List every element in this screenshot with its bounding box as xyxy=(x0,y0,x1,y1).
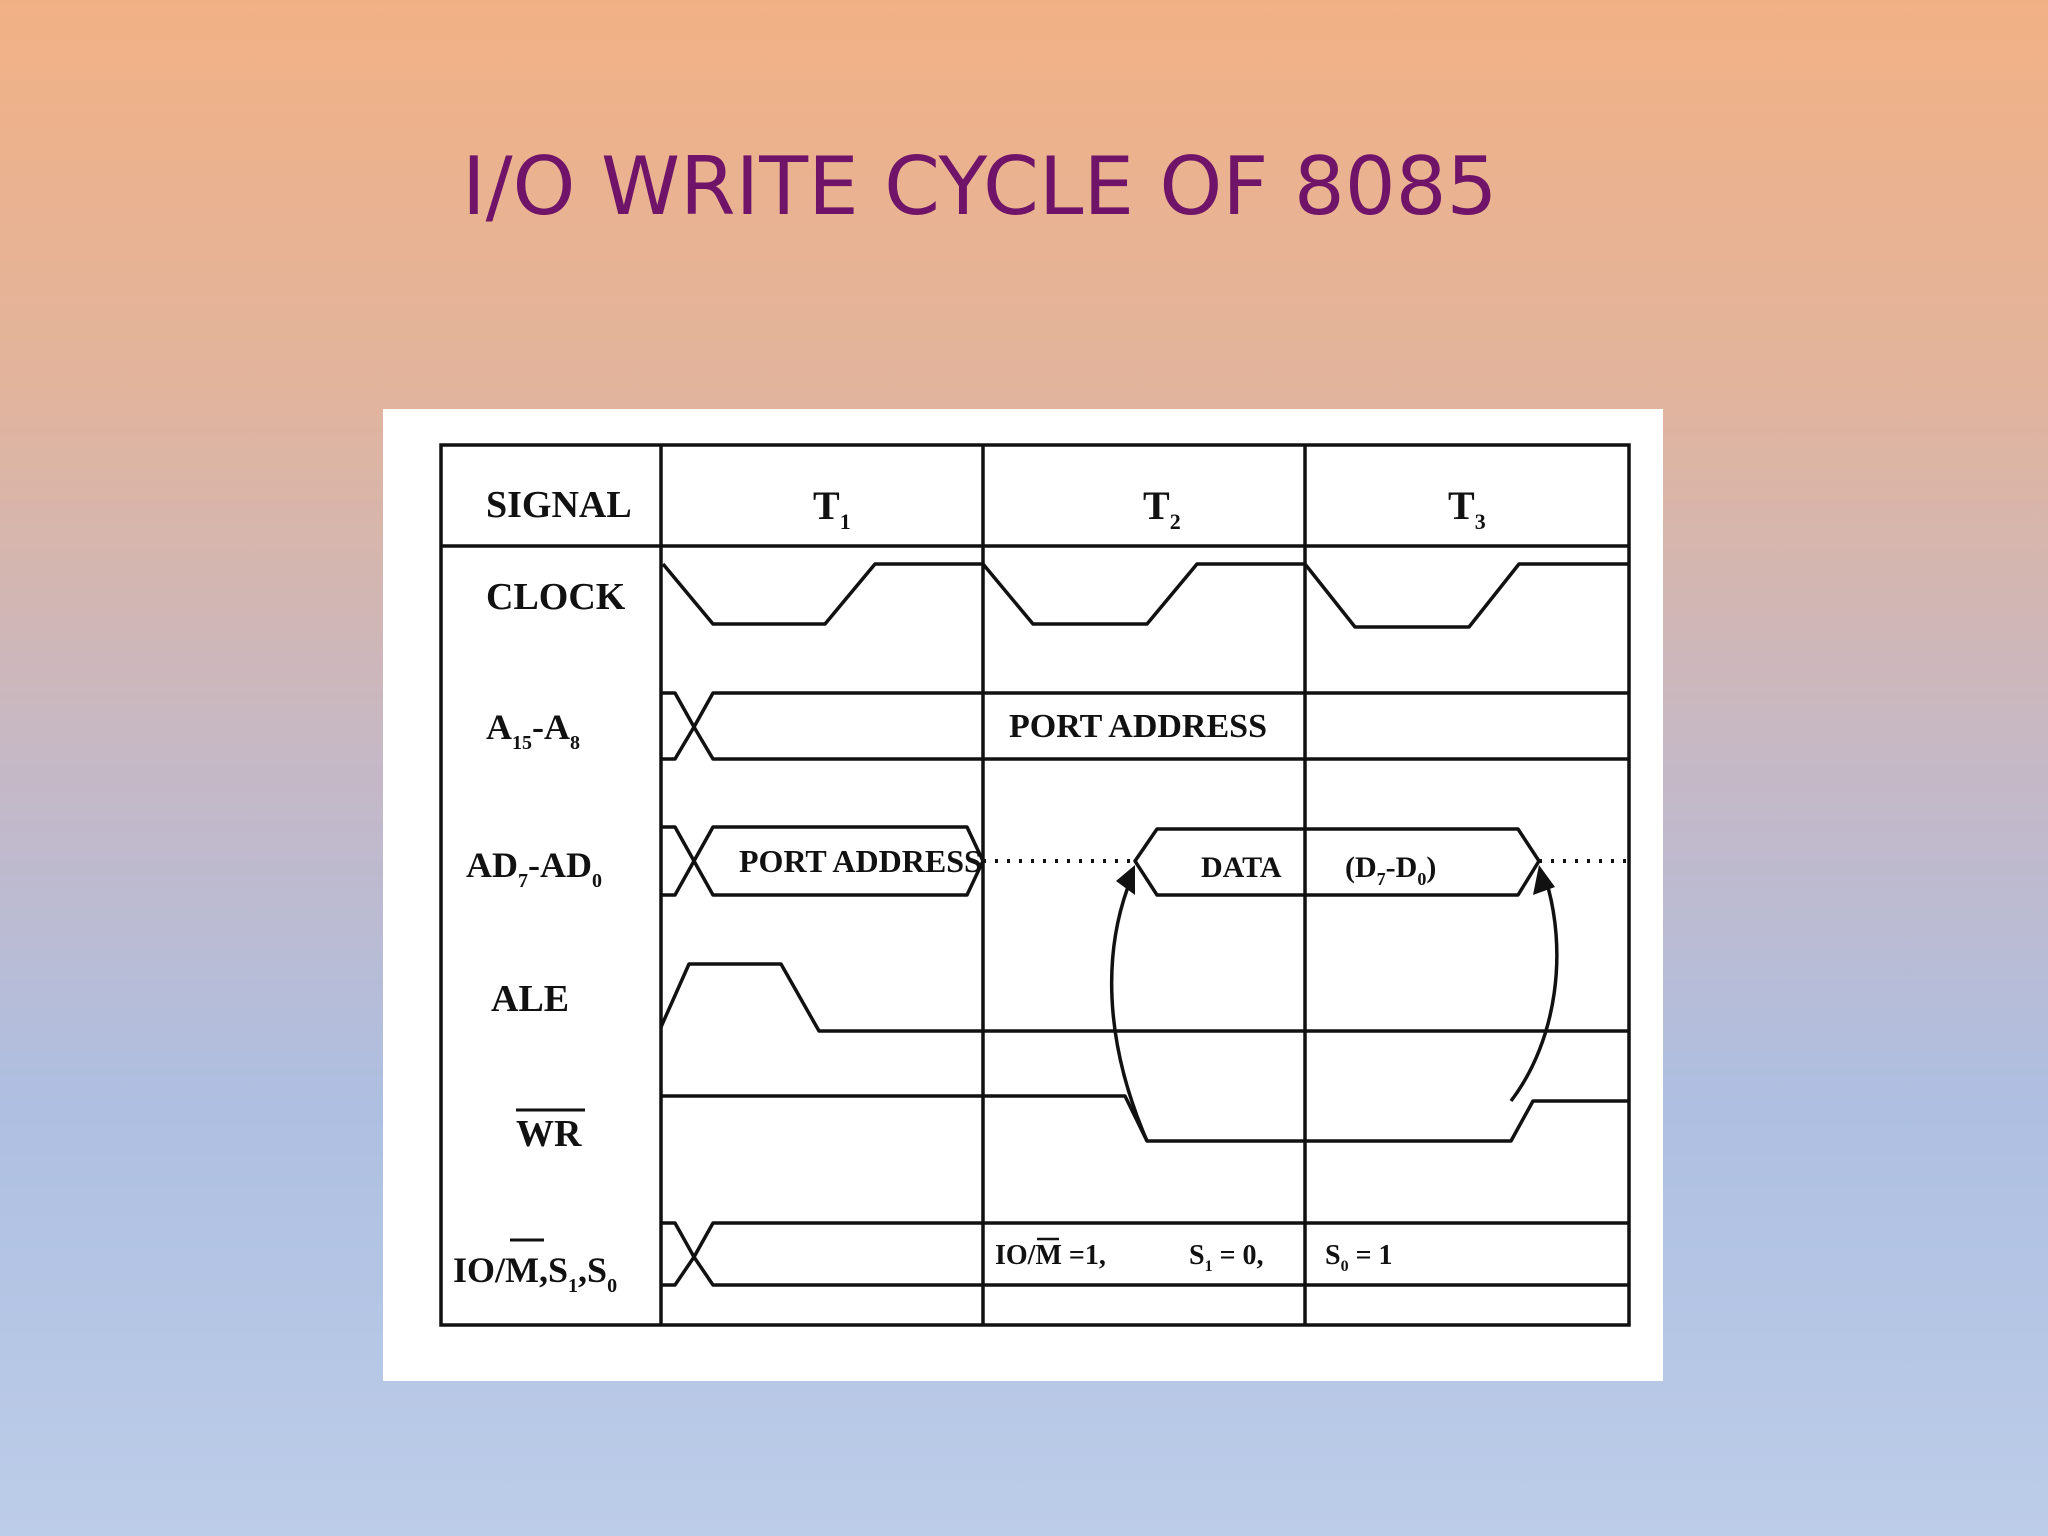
header-signal: SIGNAL xyxy=(486,484,632,526)
signal-a15-a8-label: A15-A8 xyxy=(486,707,580,754)
iom-bus-upper xyxy=(661,1221,1629,1287)
signal-iom-s1-s0-label: IO/M,S1,S0 xyxy=(453,1250,617,1297)
wr-to-data-arrow-start xyxy=(1109,878,1149,1142)
port-address-low-label: PORT ADDRESS xyxy=(739,843,982,879)
s1-value-label: S1 = 0, xyxy=(1189,1240,1264,1275)
iom-value-label: IO/M =1, xyxy=(995,1240,1106,1271)
data-label: DATA xyxy=(1201,851,1282,884)
addr-high-bus-lower xyxy=(661,691,1629,761)
timing-diagram-panel: SIGNAL T1 T2 T3 CLOCK A15-A8 AD7-AD0 ALE… xyxy=(383,409,1663,1381)
wr-waveform xyxy=(661,1094,1629,1143)
slide-title: I/O WRITE CYCLE OF 8085 xyxy=(462,140,1498,233)
clock-waveform-t2 xyxy=(981,562,1305,626)
header-t2: T2 xyxy=(1143,483,1181,534)
signal-ale-label: ALE xyxy=(491,978,569,1020)
clock-waveform-t1 xyxy=(661,562,983,626)
signal-wr-label: WR xyxy=(516,1113,582,1155)
ale-waveform xyxy=(659,962,1629,1033)
header-t1: T1 xyxy=(813,483,851,534)
arrowhead-data-start xyxy=(1116,865,1135,895)
addr-low-data-segment xyxy=(1133,827,1541,897)
data-bits-label: (D7-D0) xyxy=(1345,851,1436,889)
port-address-high-label: PORT ADDRESS xyxy=(1009,708,1267,745)
s0-value-label: S0 = 1 xyxy=(1325,1240,1393,1275)
clock-waveform-t3 xyxy=(1303,562,1629,629)
iom-bus-lower xyxy=(661,1221,1629,1287)
arrowhead-data-end xyxy=(1533,865,1555,895)
signal-clock-label: CLOCK xyxy=(486,576,626,618)
header-t3: T3 xyxy=(1448,483,1486,534)
timing-diagram: SIGNAL T1 T2 T3 CLOCK A15-A8 AD7-AD0 ALE… xyxy=(439,443,1631,1327)
wr-to-data-arrow-end xyxy=(1509,876,1559,1103)
signal-ad7-ad0-label: AD7-AD0 xyxy=(466,845,602,892)
table-border xyxy=(439,443,1631,1327)
